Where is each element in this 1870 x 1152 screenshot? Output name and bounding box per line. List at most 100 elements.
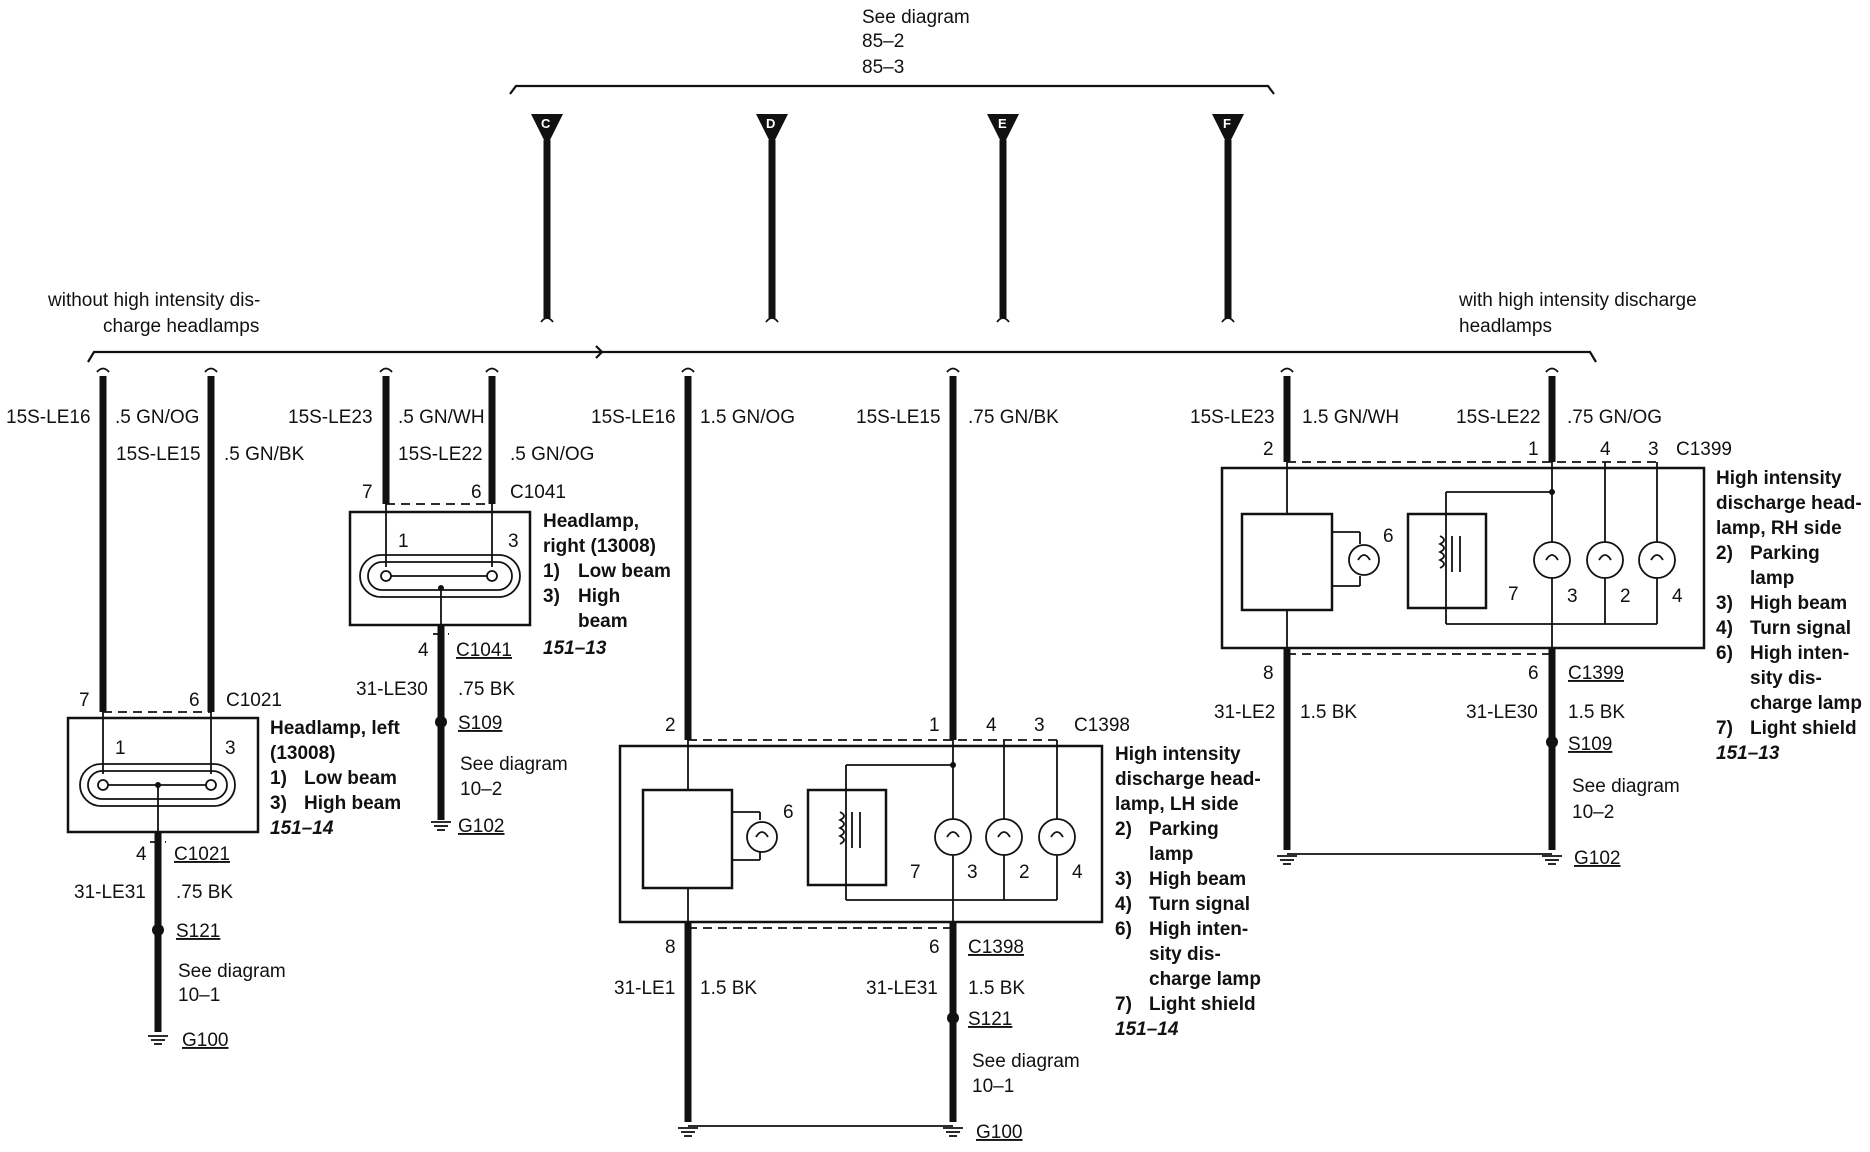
hid-right-pin-3: 3 (1648, 439, 1659, 460)
hid-right-ground-wire-b: 1.5 BK (1568, 702, 1625, 723)
hid-right-housing (1220, 466, 1706, 650)
hid-left-item-2-num: 2) (1115, 819, 1132, 840)
headlamp-right: 15S-LE23 .5 GN/WH 15S-LE22 .5 GN/OG 7 6 … (288, 367, 671, 837)
hid-right-item-3-num: 3) (1716, 593, 1733, 614)
headlamp-left: 15S-LE16 .5 GN/OG 15S-LE15 .5 GN/BK 7 6 … (6, 367, 401, 1051)
hid-right-see-2: 10–2 (1572, 802, 1614, 823)
hl-right-ground-connector: C1041 (456, 640, 512, 661)
hl-right-ground-wire: .75 BK (458, 679, 515, 700)
top-reference: See diagram 85–2 85–3 (509, 7, 1275, 95)
hl-right-circuit-b: 15S-LE22 (398, 444, 483, 465)
hl-right-item-2-num: 3) (543, 586, 560, 607)
hid-right-hid-lamp (1348, 544, 1380, 576)
hl-left-item-1: Low beam (304, 768, 397, 789)
connector-f-label: F (1223, 116, 1231, 131)
hid-right-ground-circuit-a: 31-LE2 (1214, 702, 1275, 723)
hid-left-item-6-line-2: sity dis- (1149, 944, 1221, 965)
hl-right-item-2a: High (578, 586, 620, 607)
hl-left-wire-a: .5 GN/OG (115, 407, 199, 428)
connector-d: D (756, 114, 788, 318)
connector-f: F (1212, 114, 1244, 318)
hl-left-ground-symbol (148, 1035, 168, 1045)
hid-left-pin-2: 2 (665, 715, 676, 736)
hid-left-ref: 151–14 (1115, 1019, 1179, 1040)
hl-left-splice: S121 (176, 921, 220, 942)
hid-right-item-2-line-1: Parking (1750, 543, 1820, 564)
hl-right-housing (348, 510, 532, 627)
hl-left-pin-6: 6 (189, 690, 200, 711)
hl-right-pin-6: 6 (471, 482, 482, 503)
hl-left-title-2: (13008) (270, 743, 336, 764)
hid-right-in-3: 3 (1567, 586, 1578, 607)
hid-left-pin-4: 4 (986, 715, 997, 736)
hid-left-high-beam-lamp (934, 818, 972, 856)
hl-left-see-1: See diagram (178, 961, 286, 982)
hid-right-item-4-line-1: Turn signal (1750, 618, 1851, 639)
hl-right-item-1: Low beam (578, 561, 671, 582)
hid-right-in-6: 6 (1383, 526, 1394, 547)
hid-right-title-1: High intensity (1716, 468, 1842, 489)
hid-right-title-2: discharge head- (1716, 493, 1862, 514)
hid-right-item-3-line-1: High beam (1750, 593, 1847, 614)
hl-right-splice: S109 (458, 713, 502, 734)
hid-right-ballast (1240, 512, 1334, 612)
hl-left-title-1: Headlamp, left (270, 718, 401, 739)
hid-left-item-3-num: 3) (1115, 869, 1132, 890)
hid-left-in-2: 2 (1019, 862, 1030, 883)
hid-right-ground-circuit-b: 31-LE30 (1466, 702, 1538, 723)
hl-right-title-2: right (13008) (543, 536, 656, 557)
hl-left-pin-7: 7 (79, 690, 90, 711)
hid-right-pin-4: 4 (1600, 439, 1611, 460)
hid-left-in-7: 7 (910, 862, 921, 883)
hid-left-ground-symbol (678, 1127, 963, 1137)
hl-right-title-1: Headlamp, (543, 511, 639, 532)
hl-left-item-1-num: 1) (270, 768, 287, 789)
hid-left-ground-wire-b: 1.5 BK (968, 978, 1025, 999)
hl-right-ref: 151–13 (543, 638, 607, 659)
hid-left-ground-connector: C1398 (968, 937, 1024, 958)
hl-left-ground-pin: 4 (136, 844, 147, 865)
hid-left-item-2-line-2: lamp (1149, 844, 1193, 865)
group-left-title-line2: charge headlamps (103, 316, 259, 337)
hid-left-pin-6: 6 (929, 937, 940, 958)
group-right-title-line1: with high intensity discharge (1458, 290, 1697, 311)
hid-left-pin-1: 1 (929, 715, 940, 736)
hid-left-wire-a: 1.5 GN/OG (700, 407, 795, 428)
hl-left-ground-connector: C1021 (174, 844, 230, 865)
hid-right-item-6-num: 6) (1716, 643, 1733, 664)
hid-left-connector: C1398 (1074, 715, 1130, 736)
hid-right-in-7: 7 (1508, 584, 1519, 605)
see-top-line1: See diagram (862, 7, 970, 28)
hid-right-wire-a: 1.5 GN/WH (1302, 407, 1399, 428)
hid-right-wire-b: .75 GN/OG (1567, 407, 1662, 428)
hid-right-high-beam-lamp (1533, 541, 1571, 579)
hid-right-splice: S109 (1568, 734, 1612, 755)
hid-right-item-6-line-3: charge lamp (1750, 693, 1862, 714)
hid-left-light-shield (806, 788, 888, 887)
hid-left: 15S-LE16 1.5 GN/OG 15S-LE15 .75 GN/BK 2 … (591, 367, 1261, 1143)
hid-left-item-3-line-1: High beam (1149, 869, 1246, 890)
hl-right-ground-pin: 4 (418, 640, 429, 661)
hid-left-pin-8: 8 (665, 937, 676, 958)
hid-left-ground-circuit-a: 31-LE1 (614, 978, 675, 999)
hl-left-wire-b: .5 GN/BK (224, 444, 305, 465)
hl-right-item-2b: beam (578, 611, 628, 632)
top-bracket (509, 84, 1275, 95)
hid-left-parking-lamp (985, 818, 1023, 856)
hid-left-title-2: discharge head- (1115, 769, 1261, 790)
hid-right-item-7-num: 7) (1716, 718, 1733, 739)
hl-right-see-2: 10–2 (460, 779, 502, 800)
hid-left-ground-wire-a: 1.5 BK (700, 978, 757, 999)
see-top-line3: 85–3 (862, 57, 904, 78)
hid-left-housing (618, 744, 1104, 924)
hl-left-ground-wire: .75 BK (176, 882, 233, 903)
hid-right-item-7-line-1: Light shield (1750, 718, 1857, 739)
hl-left-inner-1: 1 (115, 738, 126, 759)
hid-right-pin-2: 2 (1263, 439, 1274, 460)
hl-left-connector: C1021 (226, 690, 282, 711)
hid-left-pin-3: 3 (1034, 715, 1045, 736)
hid-left-hid-lamp (746, 821, 778, 853)
hid-left-item-4-line-1: Turn signal (1149, 894, 1250, 915)
hid-right-circuit-b: 15S-LE22 (1456, 407, 1541, 428)
